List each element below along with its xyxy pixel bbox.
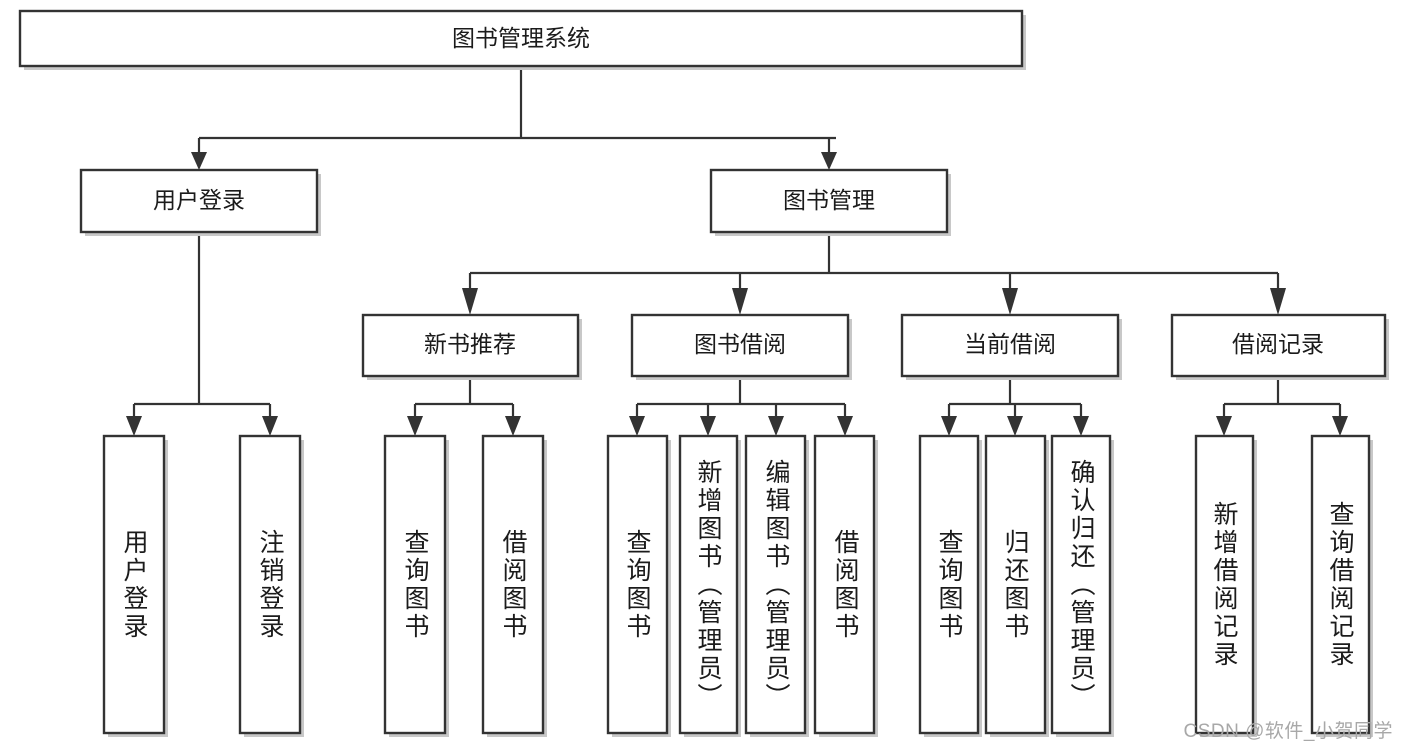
arrow-to-leaf-add-borrow-record (1216, 416, 1232, 436)
node-leaf-borrow-book[interactable]: 借阅图书 (813, 434, 878, 737)
node-borrow-record[interactable]: 借阅记录 (1170, 313, 1389, 380)
current-borrow-label: 当前借阅 (964, 331, 1056, 357)
leaf-borrow-book-label: 借阅图书 (831, 529, 860, 641)
leaf-add-borrow-record-label: 新增借阅记录 (1210, 501, 1239, 669)
leaf-edit-book-label: 编辑图书（管理员） (762, 459, 791, 711)
leaf-edit-book-box[interactable] (744, 434, 807, 735)
node-leaf-user-logout[interactable]: 注销登录 (238, 434, 304, 737)
arrow-to-current-borrow (1002, 288, 1018, 315)
connector-user-login-bus (132, 232, 272, 420)
connector-new-book-rec-bus (413, 376, 515, 420)
borrow-record-label: 借阅记录 (1232, 331, 1324, 357)
leaf-return-book-label: 归还图书 (1001, 529, 1030, 641)
leaf-query-book-rec-box[interactable] (383, 434, 447, 735)
leaf-borrow-book-rec-box[interactable] (481, 434, 545, 735)
user-login-label: 用户登录 (153, 187, 245, 213)
leaf-user-login-box[interactable] (102, 434, 166, 735)
new-book-rec-box[interactable] (361, 313, 580, 378)
arrow-to-leaf-query-book-current (941, 416, 957, 436)
arrow-to-user-login (191, 152, 207, 170)
user-login-box[interactable] (79, 168, 319, 234)
leaf-return-book-box[interactable] (984, 434, 1047, 735)
leaf-query-book-borrow-label: 查询图书 (623, 529, 652, 641)
book-borrow-box[interactable] (630, 313, 850, 378)
connector-borrow-record-bus (1222, 376, 1342, 420)
arrow-to-leaf-query-book-rec (407, 416, 423, 436)
node-leaf-return-book[interactable]: 归还图书 (984, 434, 1049, 737)
leaf-add-book-label: 新增图书（管理员） (694, 459, 723, 711)
arrow-to-leaf-confirm-return (1073, 416, 1089, 436)
node-leaf-edit-book[interactable]: 编辑图书（管理员） (744, 434, 809, 737)
arrow-to-leaf-borrow-book (837, 416, 853, 436)
leaf-query-borrow-record-label: 查询借阅记录 (1326, 501, 1355, 669)
arrow-to-leaf-borrow-book-rec (505, 416, 521, 436)
node-current-borrow[interactable]: 当前借阅 (900, 313, 1122, 380)
node-leaf-query-book-borrow[interactable]: 查询图书 (606, 434, 671, 737)
arrow-to-leaf-query-borrow-record (1332, 416, 1348, 436)
leaf-user-logout-box[interactable] (238, 434, 302, 735)
node-book-mgmt[interactable]: 图书管理 (709, 168, 951, 236)
leaf-user-logout-label: 注销登录 (256, 529, 285, 641)
node-leaf-confirm-return[interactable]: 确认归还（管理员） (1050, 434, 1114, 737)
arrow-to-book-mgmt (821, 152, 837, 170)
leaf-confirm-return-label: 确认归还（管理员） (1067, 459, 1096, 711)
book-mgmt-label: 图书管理 (783, 187, 875, 213)
leaf-query-borrow-record-box[interactable] (1310, 434, 1371, 735)
root-box[interactable] (18, 9, 1024, 68)
arrow-to-leaf-query-book-borrow (629, 416, 645, 436)
node-leaf-query-book-current[interactable]: 查询图书 (918, 434, 982, 737)
leaf-query-book-rec-label: 查询图书 (401, 529, 430, 641)
arrow-to-leaf-user-logout (262, 416, 278, 436)
arrow-to-leaf-edit-book (768, 416, 784, 436)
leaf-add-book-box[interactable] (678, 434, 739, 735)
book-mgmt-box[interactable] (709, 168, 949, 234)
connector-current-borrow-bus (947, 376, 1083, 420)
book-borrow-label: 图书借阅 (694, 331, 786, 357)
leaf-add-borrow-record-box[interactable] (1194, 434, 1255, 735)
node-leaf-add-book[interactable]: 新增图书（管理员） (678, 434, 741, 737)
connector-book-mgmt-bus (468, 232, 1280, 292)
node-new-book-rec[interactable]: 新书推荐 (361, 313, 582, 380)
node-leaf-query-book-rec[interactable]: 查询图书 (383, 434, 449, 737)
node-leaf-borrow-book-rec[interactable]: 借阅图书 (481, 434, 547, 737)
node-leaf-user-login[interactable]: 用户登录 (102, 434, 168, 737)
leaf-query-book-borrow-box[interactable] (606, 434, 669, 735)
node-root[interactable]: 图书管理系统 (18, 9, 1026, 70)
node-leaf-add-borrow-record[interactable]: 新增借阅记录 (1194, 434, 1257, 737)
leaf-user-login-label: 用户登录 (120, 529, 149, 641)
arrow-to-leaf-add-book (700, 416, 716, 436)
node-leaf-query-borrow-record[interactable]: 查询借阅记录 (1310, 434, 1373, 737)
borrow-record-box[interactable] (1170, 313, 1387, 378)
connector-book-borrow-bus (635, 376, 847, 420)
leaf-query-book-current-label: 查询图书 (935, 529, 964, 641)
node-user-login[interactable]: 用户登录 (79, 168, 321, 236)
arrow-to-leaf-return-book (1007, 416, 1023, 436)
arrow-to-new-book-rec (462, 288, 478, 315)
connector-layer (126, 66, 1348, 436)
current-borrow-box[interactable] (900, 313, 1120, 378)
leaf-borrow-book-box[interactable] (813, 434, 876, 735)
arrow-to-leaf-user-login (126, 416, 142, 436)
new-book-rec-label: 新书推荐 (424, 331, 516, 357)
arrow-to-borrow-record (1270, 288, 1286, 315)
leaf-confirm-return-box[interactable] (1050, 434, 1112, 735)
connector-root-bus (197, 66, 836, 156)
node-book-borrow[interactable]: 图书借阅 (630, 313, 852, 380)
leaf-borrow-book-rec-label: 借阅图书 (499, 529, 528, 641)
leaf-query-book-current-box[interactable] (918, 434, 980, 735)
arrow-to-book-borrow (732, 288, 748, 315)
root-label: 图书管理系统 (452, 25, 590, 51)
